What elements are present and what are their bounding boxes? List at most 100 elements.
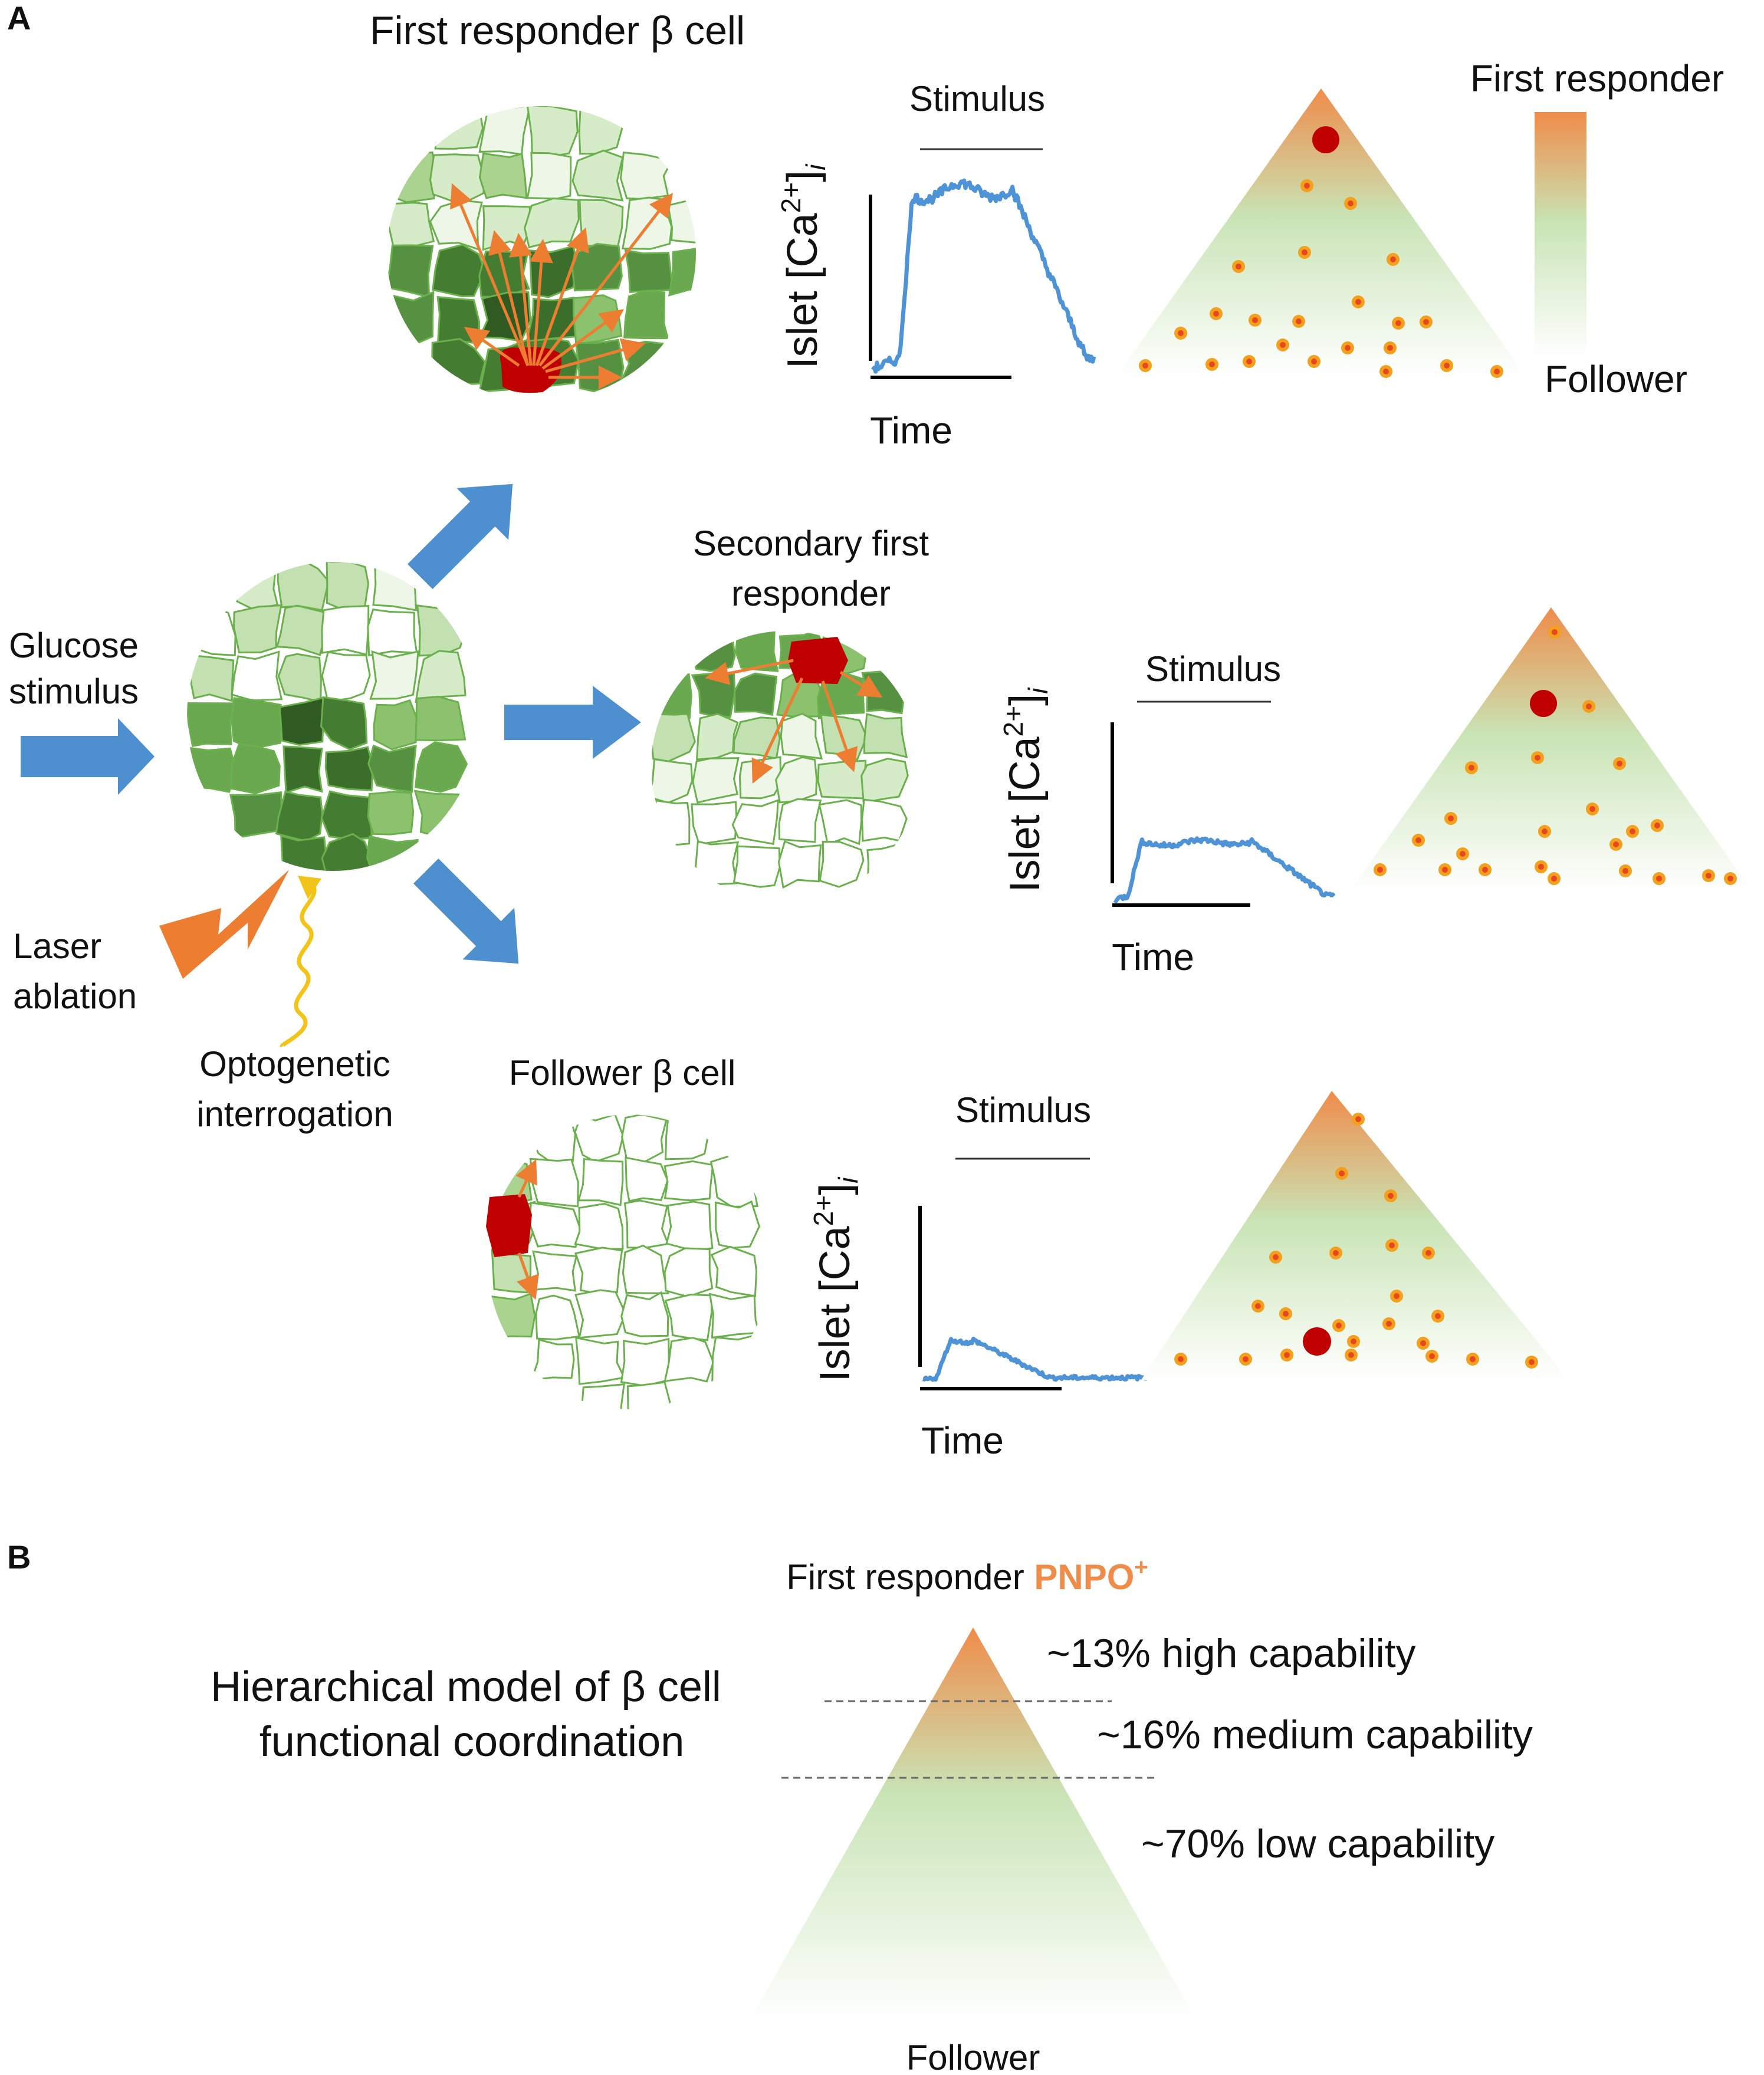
islet-cell: [579, 199, 624, 248]
row1-propagation-arrows: [450, 183, 674, 389]
islet-cell: [577, 1157, 624, 1206]
row2-time-label: Time: [1112, 936, 1194, 978]
cell-dot-core: [1529, 1359, 1535, 1365]
islet-cell: [529, 1157, 579, 1208]
islet-cell: [432, 244, 487, 298]
cell-dot-core: [1339, 1170, 1345, 1176]
cell-dot-core: [1383, 369, 1389, 374]
islet-cell: [778, 798, 822, 843]
islet-cell: [626, 1381, 671, 1409]
cell-dot-core: [1178, 330, 1184, 336]
islet-cell: [663, 1160, 714, 1202]
row1-time-label: Time: [870, 409, 952, 452]
islet-cell: [324, 746, 374, 791]
cell-dot-core: [1415, 837, 1421, 843]
optogenetic-wave-icon: [280, 880, 317, 1049]
islet-cell: [780, 712, 823, 760]
islet-cell: [664, 1293, 714, 1341]
text-line: ablation: [13, 976, 137, 1016]
islet-cell: [320, 696, 368, 751]
text-line: Optogenetic: [199, 1044, 390, 1084]
scale-bottom-label: Follower: [1545, 358, 1687, 400]
cell-dot-core: [1351, 1339, 1356, 1344]
islet-cell: [431, 106, 484, 150]
follower-cell: [486, 1194, 532, 1257]
islet-cell: [230, 743, 281, 794]
islet-cell: [367, 608, 418, 657]
islet-cell: [416, 604, 467, 657]
islet-cell: [387, 244, 434, 298]
islet-cell: [528, 1201, 582, 1248]
row3-time-label: Time: [921, 1419, 1004, 1462]
row1-first-responder-dot: [1312, 126, 1339, 153]
islet-cell: [861, 670, 906, 715]
model-title: Hierarchical model of β cell functional …: [211, 1663, 733, 1765]
row2-y-label: Islet [Ca2+]i: [998, 687, 1053, 893]
cell-dot-core: [1304, 183, 1310, 189]
islet-cell: [415, 650, 467, 703]
islet-cell: [860, 758, 909, 804]
cell-dot-core: [1425, 1250, 1431, 1256]
islet-cell: [817, 759, 867, 800]
islet-cell: [667, 198, 696, 246]
islet-cell: [478, 291, 531, 343]
cell-dot-core: [1213, 311, 1219, 317]
row2-secondary-responder-dot: [1530, 690, 1557, 717]
cell-dot-core: [1243, 1356, 1249, 1362]
islet-cell: [819, 840, 865, 888]
row2-hierarchy-pyramid: [1351, 607, 1752, 890]
islet-cell: [818, 799, 863, 846]
islet-cell: [526, 152, 572, 200]
islet-cell: [651, 800, 691, 846]
cell-dot-core: [1355, 299, 1361, 305]
cell-dot-core: [1429, 1353, 1435, 1359]
cell-dot-core: [1444, 363, 1450, 369]
islet-cell: [623, 290, 669, 340]
islet-cell: [578, 106, 623, 155]
secondary-first-responder-cell: [788, 637, 848, 684]
cell-dot-core: [1420, 1340, 1426, 1346]
islet-cell: [866, 842, 905, 885]
islet-cell: [775, 756, 818, 804]
islet-cell: [574, 338, 625, 393]
capability-scale-bar: [1535, 112, 1586, 357]
cell-dot-core: [1551, 876, 1557, 882]
islet-cell: [231, 650, 283, 702]
islet-cell: [187, 746, 237, 793]
cell-dot-core: [1494, 369, 1500, 374]
panel-b-label: B: [7, 1538, 31, 1576]
text-line: interrogation: [196, 1094, 393, 1134]
islet-cell: [651, 672, 692, 719]
islet-cell: [415, 695, 467, 742]
cell-dot-core: [1284, 1352, 1290, 1358]
islet-cell: [820, 713, 868, 761]
islet-cell: [572, 294, 623, 345]
islet-cell: [734, 672, 778, 716]
islet-cell: [488, 1292, 536, 1339]
cell-dot-core: [1630, 828, 1635, 834]
cell-dot-core: [1255, 1303, 1261, 1309]
islet-cell: [526, 106, 579, 158]
row2-calcium-trace-panel: Stimulus Time Islet [Ca2+]i: [998, 649, 1336, 978]
islet-cell: [436, 295, 481, 345]
islet-cell: [530, 1250, 578, 1292]
islet-cell: [282, 745, 323, 794]
panel-b-bottom-label: Follower: [906, 2038, 1040, 2075]
islet-cell: [373, 699, 418, 751]
islet-cell: [187, 702, 236, 747]
model-title-line-1: Hierarchical model of β cell: [211, 1663, 721, 1711]
cell-dot-core: [1236, 264, 1241, 269]
secondary-responder-islet: [651, 631, 909, 889]
cell-dot-core: [1656, 876, 1662, 882]
cell-dot-core: [1178, 1356, 1184, 1362]
text-line: stimulus: [9, 672, 139, 711]
row1-stimulus-label: Stimulus: [909, 79, 1045, 119]
cell-dot-core: [1613, 841, 1619, 847]
cell-dot-core: [1252, 317, 1258, 323]
tier-high-label: ~13% high capability: [1047, 1631, 1416, 1676]
islet-cell: [189, 654, 235, 702]
islet-cell: [651, 758, 694, 804]
cell-dot-core: [1589, 806, 1595, 812]
